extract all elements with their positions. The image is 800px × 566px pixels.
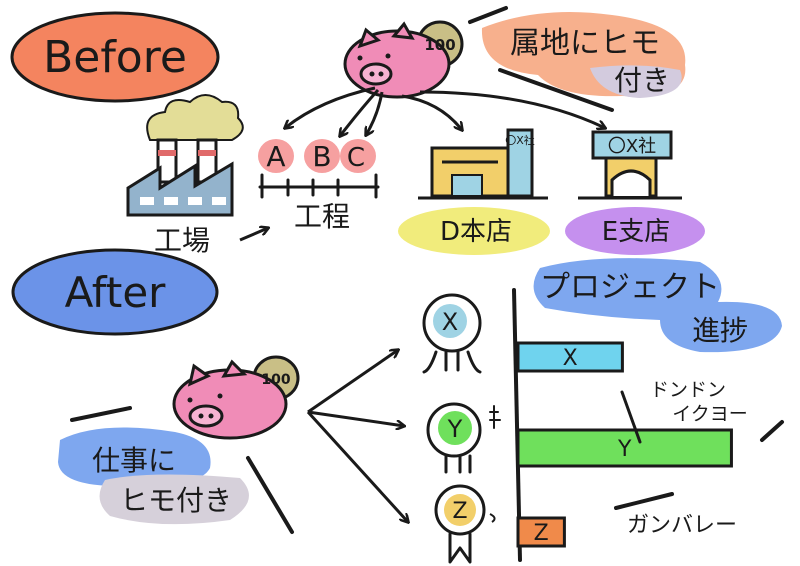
progress-bars: X Y Z bbox=[516, 341, 733, 548]
chart-title-line1: プロジェクト bbox=[540, 270, 720, 305]
ownership-note-line1: 属地にヒモ bbox=[510, 26, 660, 61]
after-title-bubble bbox=[11, 248, 219, 336]
progress-bar-label-y: Y bbox=[617, 437, 632, 462]
progress-bar-label-x: X bbox=[563, 346, 578, 371]
arrow-to-factory bbox=[285, 86, 376, 128]
person-y-icon bbox=[426, 402, 501, 474]
progress-bar-z bbox=[516, 516, 566, 548]
chart-axis bbox=[512, 288, 522, 562]
process-timeline bbox=[258, 173, 380, 199]
piggy-bank-after-icon bbox=[172, 355, 300, 440]
factory-icon bbox=[126, 94, 244, 217]
store-d-building-icon bbox=[418, 128, 548, 200]
progress-bar-label-z: Z bbox=[534, 521, 549, 546]
arrow-to-process-b bbox=[340, 88, 380, 136]
store-e-bubble bbox=[565, 207, 705, 255]
work-note-line1: 仕事に bbox=[92, 444, 176, 477]
work-note-bubble bbox=[58, 427, 211, 487]
progress-bar-y bbox=[516, 428, 733, 468]
arrow-to-person-z bbox=[306, 410, 408, 522]
before-coin-label: 100 bbox=[424, 36, 455, 54]
arrow-to-person-x bbox=[307, 350, 398, 414]
person-z-letter: Z bbox=[452, 499, 467, 524]
after-title: After bbox=[65, 268, 167, 317]
arrow-icon bbox=[239, 228, 268, 242]
before-title: Before bbox=[43, 32, 187, 83]
process-letter-a: A bbox=[266, 140, 285, 173]
person-y-letter: Y bbox=[447, 415, 463, 443]
store-d-bubble bbox=[398, 207, 550, 255]
arrow-to-store-d bbox=[401, 94, 462, 130]
work-note-line2: ヒモ付き bbox=[120, 484, 232, 517]
progress-bar-x bbox=[516, 341, 624, 373]
store-e-sign: 〇X社 bbox=[608, 136, 656, 157]
process-letter-b: B bbox=[312, 140, 331, 173]
annotation-y-line1: ドンドン bbox=[650, 379, 726, 401]
process-label: 工程 bbox=[294, 200, 350, 233]
arrow-to-person-y bbox=[307, 410, 404, 426]
after-coin-label: 100 bbox=[261, 372, 290, 388]
person-z-icon bbox=[434, 484, 496, 564]
arrow-to-process-c bbox=[366, 91, 384, 135]
chart-title-bubble bbox=[533, 258, 782, 353]
store-d-label: D本店 bbox=[440, 217, 512, 247]
process-letter-c: C bbox=[347, 143, 365, 173]
piggy-bank-before-icon bbox=[343, 20, 464, 99]
store-e-building-icon bbox=[578, 130, 682, 200]
store-e-label: E支店 bbox=[602, 217, 670, 247]
arrow-to-store-e bbox=[419, 90, 605, 128]
person-x-icon bbox=[422, 293, 482, 374]
person-x-letter: X bbox=[442, 308, 458, 336]
annotation-y-line2: イクヨー bbox=[672, 403, 748, 425]
chart-title-line2: 進捗 bbox=[692, 314, 748, 347]
annotation-z: ガンバレー bbox=[627, 513, 737, 538]
ownership-note-line2: 付き bbox=[614, 64, 670, 97]
before-title-bubble bbox=[10, 11, 220, 103]
store-d-sign: 〇X社 bbox=[505, 133, 535, 147]
factory-label: 工場 bbox=[154, 224, 210, 257]
